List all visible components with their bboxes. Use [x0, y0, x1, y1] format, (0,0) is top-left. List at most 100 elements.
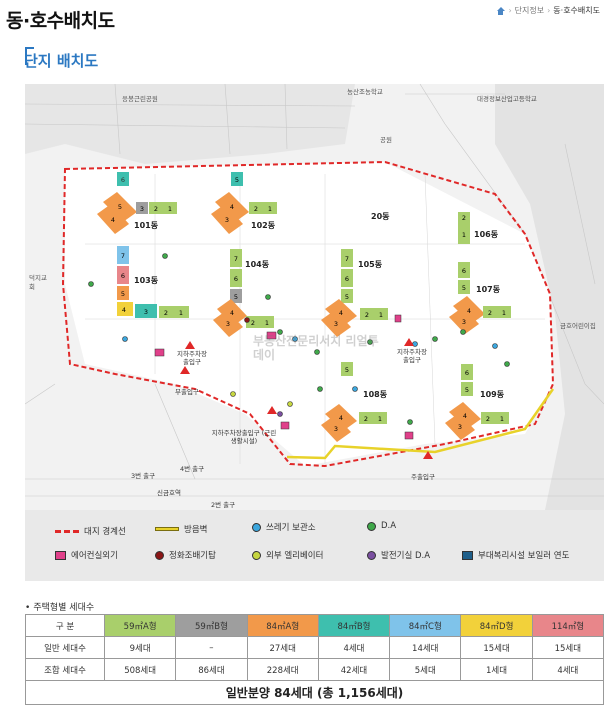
table-cell: 508세대 [103, 658, 177, 681]
welfare-square-icon [462, 550, 473, 560]
table-cell: 86세대 [175, 658, 248, 681]
legend-sewage: 정화조배기탑 [155, 549, 216, 561]
svg-text:2: 2 [254, 205, 258, 213]
label-parking-center: 지하주차장출입구 (근린생활시설) [211, 429, 277, 445]
svg-text:4: 4 [122, 306, 126, 314]
building-label-107: 107동 [476, 285, 501, 294]
building-label-101: 101동 [134, 221, 159, 230]
label-exit4: 4번 출구 [180, 465, 205, 473]
legend-garbage-label: 쓰레기 보관소 [266, 523, 316, 533]
breadcrumb-separator: › [547, 6, 551, 15]
svg-text:4: 4 [463, 412, 467, 420]
svg-text:1: 1 [379, 311, 383, 319]
svg-text:1: 1 [378, 415, 382, 423]
row-label: 일반 세대수 [25, 636, 105, 659]
table-row: 일반 세대수 9세대 – 27세대 4세대 14세대 15세대 15세대 [25, 636, 604, 659]
svg-text:5: 5 [465, 386, 469, 394]
building-label-109: 109동 [480, 390, 505, 399]
building-label-106b: 20동 [371, 212, 390, 221]
svg-text:2: 2 [365, 311, 369, 319]
svg-text:2: 2 [154, 205, 158, 213]
row-label: 조합 세대수 [25, 658, 105, 681]
type-header: 84㎡B형 [317, 614, 391, 637]
da-dot-icon [367, 521, 376, 531]
label-nongsan: 농산조농학교 [347, 88, 383, 96]
table-cell: 4세대 [317, 636, 391, 659]
type-header: 84㎡D형 [460, 614, 533, 637]
legend-da: D.A [367, 521, 396, 531]
soundwall-swatch [155, 527, 179, 531]
svg-text:6: 6 [234, 275, 238, 283]
table-cell: 42세대 [317, 658, 391, 681]
page-header: 동·호수배치도 › 단지정보 › 동·호수배치도 [0, 0, 604, 38]
total-cell: 일반분양 84세대 (총 1,156세대) [25, 680, 604, 705]
svg-text:3: 3 [225, 216, 229, 224]
building-label-104: 104동 [245, 260, 270, 269]
svg-text:1: 1 [179, 309, 183, 317]
svg-text:6: 6 [465, 369, 469, 377]
svg-text:5: 5 [235, 176, 239, 184]
legend-welfare-label: 부대복리시설 보일러 연도 [478, 551, 570, 561]
table-cell: 14세대 [389, 636, 462, 659]
table-cell: 228세대 [246, 658, 319, 681]
svg-text:1: 1 [268, 205, 272, 213]
svg-text:4: 4 [339, 309, 343, 317]
legend-boundary: 대지 경계선 [55, 525, 126, 537]
svg-text:3: 3 [462, 318, 466, 326]
table-row: 조합 세대수 508세대 86세대 228세대 42세대 5세대 1세대 4세대 [25, 658, 604, 681]
watermark: 부동산전문리서치 리얼투데이 [253, 334, 379, 362]
total-row: 일반분양 84세대 (총 1,156세대) [25, 680, 604, 705]
svg-text:6: 6 [462, 267, 466, 275]
svg-text:6: 6 [121, 176, 125, 184]
table-cell: 1세대 [460, 658, 533, 681]
svg-text:3: 3 [458, 423, 462, 431]
building-label-108: 108동 [363, 390, 388, 399]
header-label: 구 분 [25, 614, 105, 637]
svg-text:2: 2 [364, 415, 368, 423]
elevator-dot-icon [252, 550, 261, 560]
svg-text:7: 7 [234, 255, 238, 263]
type-header: 84㎡C형 [389, 614, 462, 637]
svg-text:3: 3 [140, 205, 144, 213]
label-parking-left: 지하주차장 출입구 [177, 350, 207, 366]
table-cell: 5세대 [389, 658, 462, 681]
building-label-105: 105동 [358, 260, 383, 269]
svg-text:7: 7 [345, 255, 349, 263]
svg-text:5: 5 [121, 290, 125, 298]
svg-text:2: 2 [462, 214, 466, 222]
legend-welfare: 부대복리시설 보일러 연도 [462, 549, 569, 561]
generator-dot-icon [367, 550, 376, 560]
svg-text:5: 5 [118, 203, 122, 211]
legend-aircon: 에어컨실외기 [55, 549, 118, 561]
sewage-dot-icon [155, 550, 164, 560]
unit-table-heading: 주택형별 세대수 [25, 600, 94, 613]
svg-text:6: 6 [121, 272, 125, 280]
legend-soundwall-label: 방음벽 [184, 525, 208, 535]
breadcrumb-parent[interactable]: 단지정보 [514, 6, 545, 15]
table-cell: 4세대 [531, 658, 604, 681]
svg-text:4: 4 [467, 307, 471, 315]
legend-boundary-label: 대지 경계선 [84, 527, 126, 537]
svg-text:4: 4 [230, 203, 234, 211]
aircon-square-icon [55, 550, 66, 560]
svg-text:4: 4 [339, 414, 343, 422]
legend-generator: 발전기실 D.A [367, 549, 430, 561]
unit-table: 구 분 59㎡A형 59㎡B형 84㎡A형 84㎡B형 84㎡C형 84㎡D형 … [25, 614, 604, 705]
label-pedestrian-left: 부출입구 [175, 388, 199, 396]
breadcrumb: › 단지정보 › 동·호수배치도 [496, 5, 600, 16]
garbage-dot-icon [252, 522, 261, 532]
legend-da-label: D.A [381, 521, 397, 531]
svg-text:3: 3 [226, 320, 230, 328]
svg-text:2: 2 [486, 415, 490, 423]
type-header: 114㎡형 [531, 614, 604, 637]
svg-text:4: 4 [111, 216, 115, 224]
table-cell: 27세대 [246, 636, 319, 659]
svg-text:3: 3 [334, 320, 338, 328]
svg-text:1: 1 [462, 231, 466, 239]
building-label-106: 106동 [474, 230, 499, 239]
svg-text:5: 5 [345, 366, 349, 374]
svg-text:2: 2 [164, 309, 168, 317]
legend-garbage: 쓰레기 보관소 [252, 521, 316, 533]
svg-text:2: 2 [251, 319, 255, 327]
home-icon[interactable] [496, 6, 506, 15]
